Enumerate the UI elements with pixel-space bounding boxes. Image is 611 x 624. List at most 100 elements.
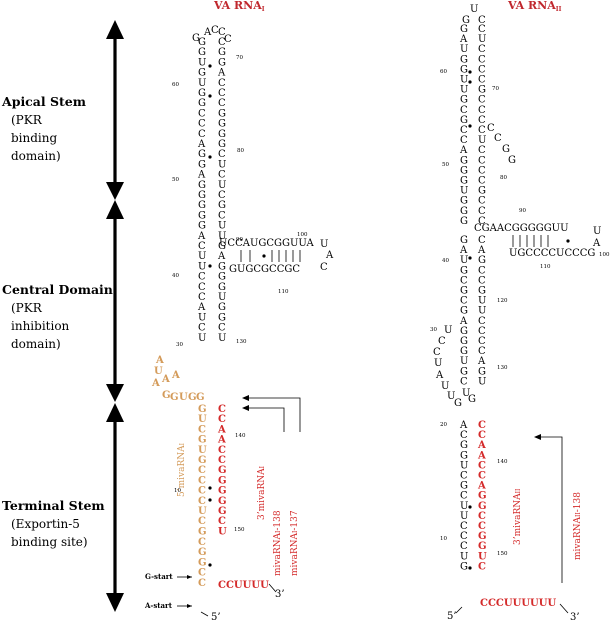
mivaRNA-ii-3prime-label: 3’mivaRNAII [513,488,523,545]
nucleotide: U [198,414,207,425]
mivaRNA-i-3prime-label: 3’mivaRNAI [257,465,267,520]
nucleotide: G [218,282,226,293]
position-number: 120 [497,298,508,304]
position-number: 130 [497,365,508,371]
nucleotide: A [217,424,226,435]
nucleotide: A [217,251,226,262]
nucleotide: G [218,139,226,150]
nucleotide: C [478,24,486,35]
nucleotide: A [197,170,206,181]
nucleotide: C [494,133,502,144]
nucleotide: C [460,125,468,136]
nucleotide: G [460,450,468,461]
nucleotide: U [198,251,206,262]
nucleotide: C [198,516,206,527]
nucleotide: A [477,356,486,367]
header-va-rna-i: VA RNAI [213,0,265,13]
nucleotide: C [198,129,206,140]
nucleotide: G [460,235,468,246]
mivaRNA-i-5prime-label: 5’mivaRNAI [177,442,187,497]
va-rna-i-wobble-dots [208,64,212,567]
position-number: 150 [234,527,245,533]
nucleotide: C [460,430,468,441]
nucleotide: C [478,216,486,227]
nucleotide: U [198,261,206,272]
nucleotide: C [478,346,486,357]
nucleotide: U [460,356,468,367]
nucleotide: C [478,275,486,286]
position-number: 10 [174,488,181,494]
nucleotide: U [179,392,188,403]
gu-wobble-dot [208,486,212,490]
va-rna-ii-branch-top: CGAACGGGGGUU [474,223,569,234]
nucleotide: C [198,496,206,507]
nucleotide: G [218,312,226,323]
gu-wobble-dot [208,264,212,268]
nucleotide: A [197,139,206,150]
nucleotide: G [198,526,207,537]
nucleotide: A [459,145,468,156]
gu-wobble-dot [468,70,472,74]
position-number: 50 [442,162,449,168]
region-arrows [106,20,124,612]
position-number: 140 [497,459,508,465]
nucleotide: C [198,323,206,334]
nucleotide: U [478,135,486,146]
va-rna-ii-branch-end: UA [592,226,601,249]
svg-text:(PKR: (PKR [11,113,43,127]
nucleotide: A [477,440,486,451]
nucleotide: G [218,108,226,119]
va-rna-i-branch-pair-ticks [240,250,301,262]
nucleotide: U [198,445,207,456]
va-rna-i-branch-bottom: GUGCGCCGC [229,264,300,275]
nucleotide: A [217,435,226,446]
nucleotide: G [478,531,487,542]
nucleotide: U [218,333,226,344]
nucleotide: U [218,221,226,232]
nucleotide: C [218,445,226,456]
nucleotide: G [460,216,468,227]
nucleotide: G [478,286,486,297]
nucleotide: C [218,414,226,425]
gu-wobble-dot [468,256,472,260]
position-number: 110 [278,289,289,295]
nucleotide: A [197,302,206,313]
svg-text:binding site): binding site) [11,535,88,549]
nucleotide: C [198,241,206,252]
va-rna-i-branch-top: UCCAUGCGGUUA [219,238,315,249]
gu-wobble-dot [208,563,212,567]
nucleotide: A [151,378,160,389]
nucleotide: G [460,366,468,377]
nucleotide: C [218,455,226,466]
nucleotide: G [460,24,468,35]
nucleotide: U [470,4,478,15]
nucleotide: C [478,265,486,276]
va-rna-i-3prime-tail: CCUUUU [218,580,269,591]
nucleotide: G [460,176,468,187]
nucleotide: G [460,54,468,65]
nucleotide: C [198,568,206,579]
position-number: 130 [236,339,247,345]
position-number: 140 [235,433,246,439]
nucleotide: G [198,547,207,558]
nucleotide: U [462,388,470,399]
nucleotide: G [478,541,487,552]
nucleotide: G [460,286,468,297]
nucleotide: U [460,44,468,55]
va-rna-ii-3prime-connector [559,603,569,614]
nucleotide: C [218,149,226,160]
nucleotide: G [198,200,206,211]
position-number: 60 [172,82,179,88]
nucleotide: G [218,465,227,476]
nucleotide: C [478,471,486,482]
